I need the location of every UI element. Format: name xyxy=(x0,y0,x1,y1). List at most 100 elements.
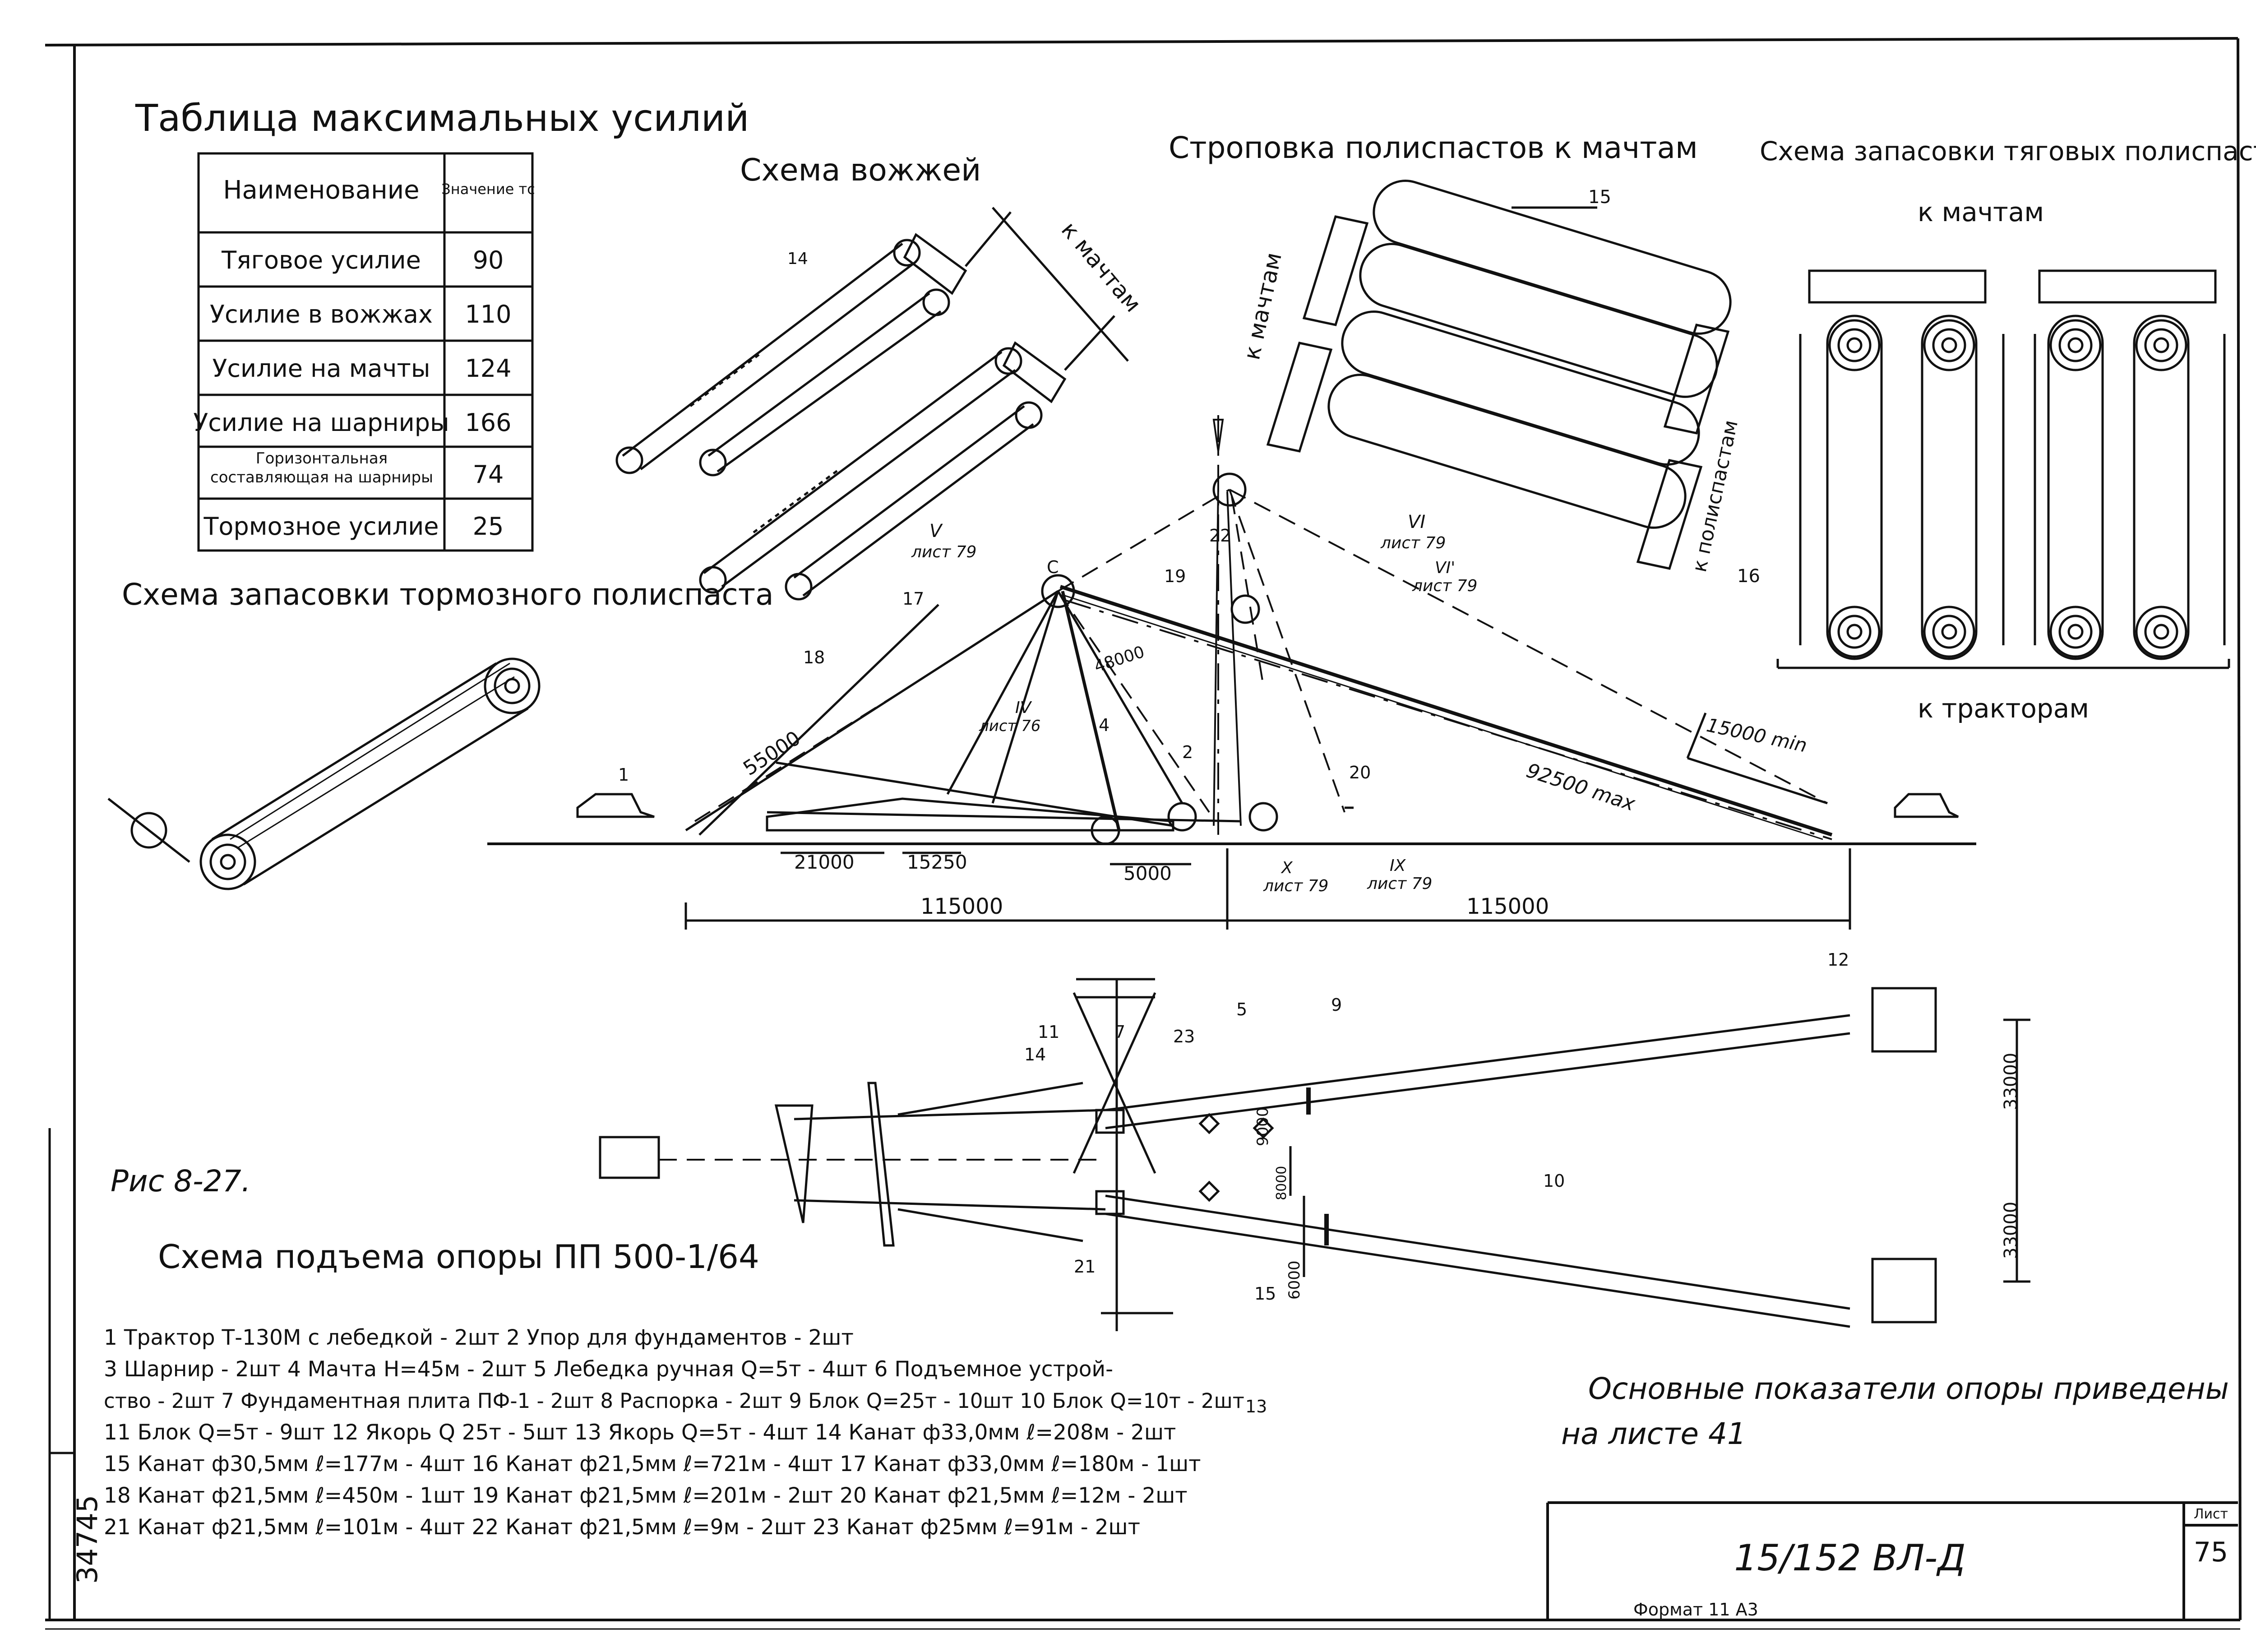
reins-scheme: Схема вожжей 14 к мач xyxy=(615,153,1146,601)
reins-title: Схема вожжей xyxy=(740,153,981,188)
ref-iv-sheet: лист 76 xyxy=(979,717,1040,735)
parts-line: 18 Канат ф21,5мм ℓ=450м - 1шт 19 Канат ф… xyxy=(104,1483,1188,1508)
table-row-value: 124 xyxy=(465,354,511,383)
parts-line: 11 Блок Q=5т - 9шт 12 Якорь Q 25т - 5шт … xyxy=(104,1420,1176,1445)
plan-label-10: 10 xyxy=(1543,1171,1565,1191)
traction-subtitle: к мачтам xyxy=(1918,197,2044,227)
ref-ix-sheet: лист 79 xyxy=(1367,875,1432,893)
table-row-value: 166 xyxy=(465,408,511,437)
dim-5000: 5000 xyxy=(1123,862,1172,884)
parts-line: 1 Трактор Т-130М с лебедкой - 2шт 2 Упор… xyxy=(104,1325,854,1350)
dim-15000: 15000 min xyxy=(1705,714,1809,757)
forces-table: Таблица максимальных усилий Наименование… xyxy=(135,97,749,552)
dim-8000: 8000 xyxy=(1274,1166,1290,1200)
ref-ix: IX xyxy=(1390,856,1406,875)
table-row-value: 110 xyxy=(465,300,511,329)
dim-15250: 15250 xyxy=(907,851,967,873)
label-4: 4 xyxy=(1099,715,1110,735)
label-1: 1 xyxy=(618,765,629,785)
format-label: Формат 11 А3 xyxy=(1633,1600,1758,1620)
label-19: 19 xyxy=(1164,566,1186,586)
parts-line: 21 Канат ф21,5мм ℓ=101м - 4шт 22 Канат ф… xyxy=(104,1515,1140,1540)
dim-33000-top: 33000 xyxy=(2001,1053,2021,1110)
plan-label-5: 5 xyxy=(1236,1000,1247,1019)
plan-label-13: 13 xyxy=(1245,1397,1267,1416)
table-row-name: Усилие в вожжах xyxy=(210,300,433,329)
plan-label-23: 23 xyxy=(1173,1027,1195,1046)
dim-115000-right: 115000 xyxy=(1466,894,1549,919)
table-row-value: 90 xyxy=(473,246,504,274)
traction-to-tractors: к тракторам xyxy=(1918,693,2089,724)
table-header-name: Наименование xyxy=(223,176,419,205)
sheet-frame xyxy=(45,37,2242,1630)
dim-48000: 48000 xyxy=(1092,643,1147,676)
slinging-label-15: 15 xyxy=(1588,187,1611,208)
plan-label-15: 15 xyxy=(1254,1284,1276,1304)
table-row-name: Тормозное усилие xyxy=(203,512,439,541)
scheme-title: Схема подъема опоры ПП 500-1/64 xyxy=(158,1238,759,1276)
figure-number: Рис 8-27. xyxy=(111,1164,251,1199)
ref-v-sheet: лист 79 xyxy=(911,543,976,561)
traction-label-16: 16 xyxy=(1737,566,1760,587)
traction-scheme: Схема запасовки тяговых полиспастов к ма… xyxy=(1737,136,2256,724)
slinging-title: Строповка полиспастов к мачтам xyxy=(1169,130,1698,165)
plan-label-21: 21 xyxy=(1074,1257,1096,1277)
sheet-number: 75 xyxy=(2194,1536,2228,1568)
drawing-code: 15/152 ВЛ-Д xyxy=(1734,1537,1965,1579)
dim-33000-bottom: 33000 xyxy=(2001,1202,2021,1259)
parts-list: 1 Трактор Т-130М с лебедкой - 2шт 2 Упор… xyxy=(104,1325,1244,1540)
dim-115000-left: 115000 xyxy=(920,894,1003,919)
brake-scheme: Схема запасовки тормозного полиспаста xyxy=(107,577,774,890)
label-20: 20 xyxy=(1349,763,1371,782)
ref-vi2-sheet: лист 79 xyxy=(1412,577,1477,595)
label-c: C xyxy=(1047,557,1059,577)
reins-to-masts: к мачтам xyxy=(1056,217,1146,317)
dim-9000: 9000 xyxy=(1254,1107,1272,1146)
table-title: Таблица максимальных усилий xyxy=(135,97,749,140)
note-line-1: Основные показатели опоры приведены xyxy=(1588,1371,2229,1406)
title-stamp: 15/152 ВЛ-Д Лист 75 Формат 11 А3 xyxy=(1546,1501,2238,1620)
plan-label-14: 14 xyxy=(1024,1045,1046,1064)
table-header-value: Значение тс xyxy=(441,180,535,198)
plan-label-12: 12 xyxy=(1827,950,1849,970)
slinging-to-masts: к мачтам xyxy=(1239,250,1287,362)
ref-vi: VI xyxy=(1408,512,1425,532)
table-row-name: Тяговое усилие xyxy=(221,246,421,274)
label-17: 17 xyxy=(902,589,924,609)
dim-21000: 21000 xyxy=(794,851,855,873)
traction-title: Схема запасовки тяговых полиспастов xyxy=(1760,136,2256,167)
ref-vi2: VI' xyxy=(1435,559,1455,577)
ref-v: V xyxy=(929,521,943,541)
table-row-name-wrap: Горизонтальная составляющая на шарниры xyxy=(210,449,433,486)
table-row-value: 25 xyxy=(473,512,504,541)
ref-vi-sheet: лист 79 xyxy=(1380,534,1446,552)
table-row-name: Горизонтальная составляющая на шарниры xyxy=(210,449,433,486)
elevation-view: C 18 17 19 22 20 2 4 1 V лист 79 VI лист… xyxy=(487,415,1976,930)
table-row-name: Усилие на шарниры xyxy=(193,408,449,437)
label-22: 22 xyxy=(1209,526,1231,546)
plan-label-7: 7 xyxy=(1114,1022,1125,1042)
brake-title: Схема запасовки тормозного полиспаста xyxy=(122,577,774,612)
slinging-scheme: Строповка полиспастов к мачтам 15 к мачт… xyxy=(1169,130,1743,574)
sheet-label: Лист xyxy=(2194,1506,2228,1522)
label-18: 18 xyxy=(803,648,825,667)
slinging-to-pulleys: к полиспастам xyxy=(1688,418,1743,574)
dim-6000: 6000 xyxy=(1285,1260,1304,1300)
note-line-2: на листе 41 xyxy=(1561,1416,1746,1451)
parts-line: 15 Канат ф30,5мм ℓ=177м - 4шт 16 Канат ф… xyxy=(104,1452,1201,1476)
ref-x: X xyxy=(1281,859,1293,877)
reins-label-14: 14 xyxy=(787,250,808,268)
plan-view: 33000 33000 9000 6000 8000 5 9 23 7 14 1… xyxy=(599,950,2030,1416)
plan-label-9: 9 xyxy=(1331,995,1342,1015)
ref-iv: IV xyxy=(1015,699,1032,717)
table-row-name: Усилие на мачты xyxy=(212,354,430,383)
plan-label-11: 11 xyxy=(1038,1022,1059,1042)
parts-line: ство - 2шт 7 Фундаментная плита ПФ-1 - 2… xyxy=(104,1389,1244,1413)
parts-line: 3 Шарнир - 2шт 4 Мачта Н=45м - 2шт 5 Леб… xyxy=(104,1357,1113,1382)
inventory-box: 34745 xyxy=(48,1128,104,1620)
table-row-value: 74 xyxy=(473,460,504,489)
ref-x-sheet: лист 79 xyxy=(1263,877,1328,895)
label-2: 2 xyxy=(1182,742,1193,762)
inventory-number: 34745 xyxy=(71,1495,104,1584)
